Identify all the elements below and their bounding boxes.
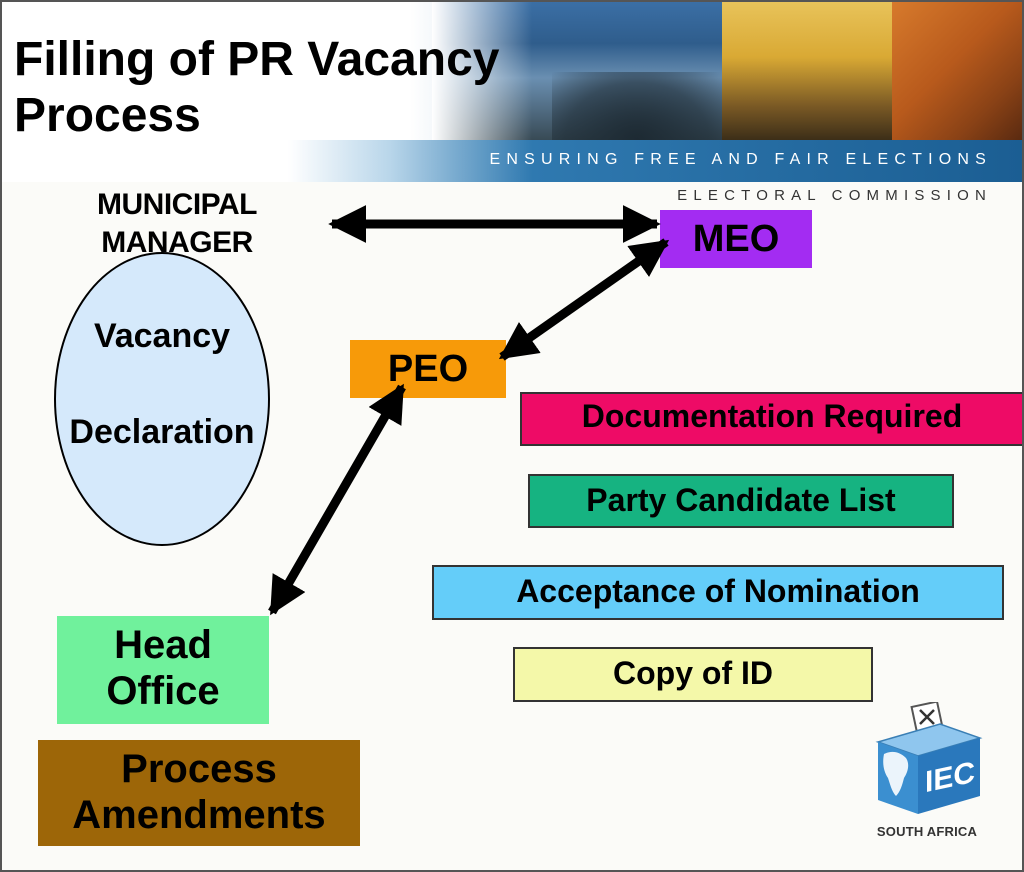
arrow-meo-peo (498, 238, 670, 361)
africa-map-icon (883, 751, 909, 796)
declaration-label: Declaration (69, 413, 255, 451)
peo-label: PEO (387, 348, 469, 390)
copy-of-id-label: Copy of ID (613, 655, 773, 691)
banner-photo-crowd (432, 2, 722, 140)
meo-label: MEO (692, 218, 780, 260)
vacancy-declaration-ellipse (54, 252, 270, 546)
banner-strip (2, 140, 1022, 182)
banner-photo-official (892, 2, 1022, 140)
documentation-required-label: Documentation Required (581, 398, 963, 434)
banner-photo-street (722, 2, 892, 140)
arrow-peo-head-office (268, 383, 406, 616)
iec-logo: IEC (875, 702, 983, 814)
process-amendments-label: Process Amendments (72, 747, 326, 837)
electoral-commission-label: ELECTORAL COMMISSION (677, 187, 992, 204)
iec-caption: SOUTH AFRICA (876, 824, 978, 839)
copy-of-id-box: Copy of ID (513, 647, 873, 702)
meo-box: MEO (660, 210, 812, 268)
party-candidate-list-label: Party Candidate List (586, 482, 896, 518)
acceptance-of-nomination-box: Acceptance of Nomination (432, 565, 1004, 620)
documentation-required-box: Documentation Required (520, 392, 1022, 446)
tagline: ENSURING FREE AND FAIR ELECTIONS (489, 151, 992, 168)
slide-title: Filling of PR Vacancy Process (14, 33, 500, 142)
peo-box: PEO (350, 340, 506, 398)
vacancy-label: Vacancy (93, 317, 231, 355)
process-amendments-box: Process Amendments (38, 740, 360, 846)
municipal-manager-label: MUNICIPAL MANAGER (97, 188, 257, 259)
head-office-box: Head Office (57, 616, 269, 724)
ballot-cross-icon (919, 709, 935, 725)
party-candidate-list-box: Party Candidate List (528, 474, 954, 528)
acceptance-of-nomination-label: Acceptance of Nomination (516, 573, 920, 609)
head-office-label: Head Office (106, 623, 220, 713)
ballot-box-side-icon (918, 738, 980, 814)
header-banner: ENSURING FREE AND FAIR ELECTIONS (2, 2, 1022, 184)
